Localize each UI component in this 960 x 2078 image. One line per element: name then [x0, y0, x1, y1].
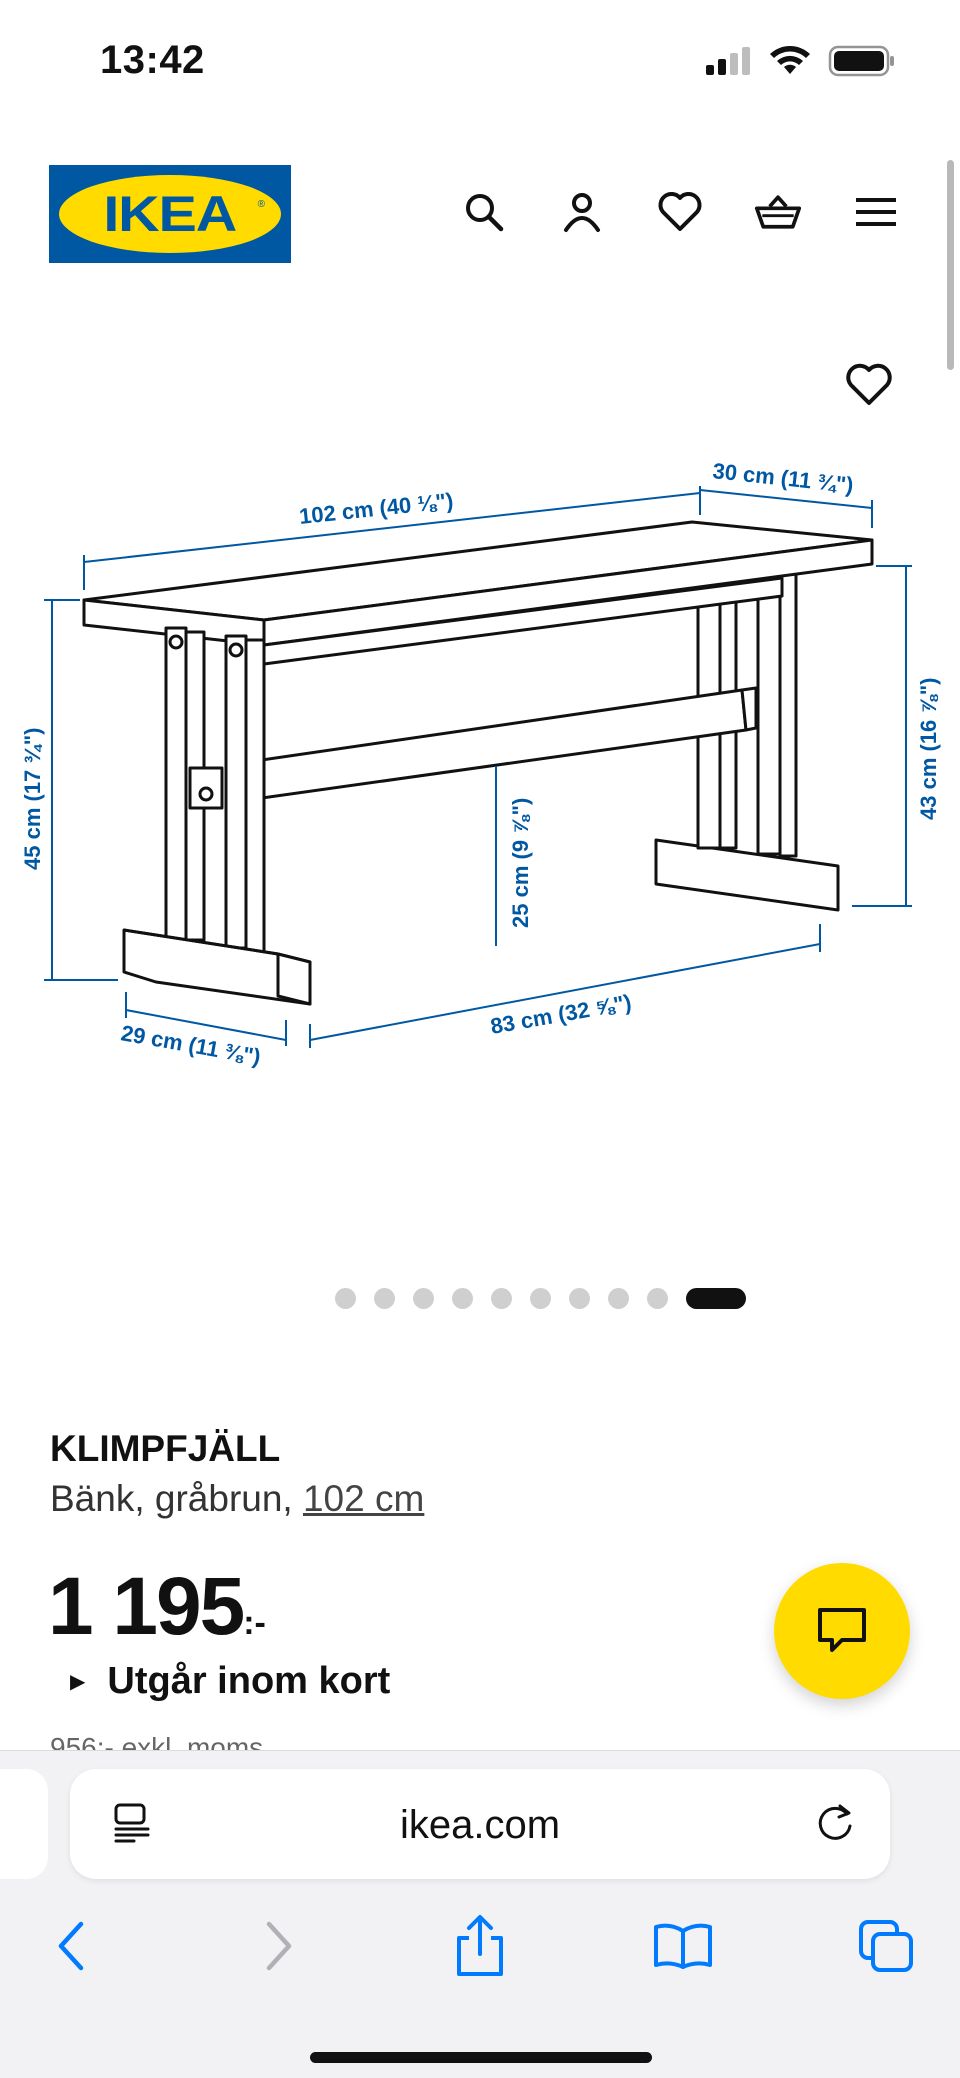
- previous-tab-peek[interactable]: [0, 1769, 48, 1879]
- carousel-dot[interactable]: [529, 1288, 551, 1309]
- product-description: Bänk, gråbrun, 102 cm: [50, 1478, 424, 1520]
- carousel-dot[interactable]: [568, 1288, 590, 1309]
- caret-right-icon: ▶: [70, 1671, 86, 1693]
- page-scroll-indicator: [947, 160, 954, 370]
- carousel-dot-active[interactable]: [685, 1288, 746, 1309]
- availability-notice-text: Utgår inom kort: [107, 1660, 391, 1702]
- browser-bottom-bar: ikea.com: [0, 1750, 960, 2078]
- browser-toolbar: [0, 1911, 960, 2001]
- dim-height-inner-label: 43 cm (16 ⅞"): [916, 677, 941, 820]
- status-time: 13:42: [100, 38, 205, 82]
- carousel-dot[interactable]: [451, 1288, 473, 1309]
- chevron-right-icon: [266, 1921, 292, 1971]
- share-icon: [457, 1915, 503, 1976]
- price-value: 1 195: [48, 1561, 245, 1652]
- product-dimension-image[interactable]: 102 cm (40 ⅛") 30 cm (11 ¾") 45 cm (17 ¾…: [0, 340, 960, 1140]
- image-carousel-dots: [0, 1288, 960, 1309]
- heart-icon: [846, 363, 892, 405]
- dimension-lines: [44, 486, 912, 1048]
- dim-depth-label: 30 cm (11 ¾"): [711, 458, 854, 498]
- menu-button[interactable]: [852, 188, 900, 236]
- product-description-text: Bänk, gråbrun,: [50, 1478, 303, 1519]
- share-button[interactable]: [445, 1911, 515, 1981]
- registered-mark: ®: [257, 199, 265, 210]
- logo-text: IKEA: [103, 186, 238, 242]
- hamburger-menu-icon: [856, 198, 896, 226]
- wishlist-button[interactable]: [656, 188, 704, 236]
- chat-button[interactable]: [774, 1563, 910, 1699]
- chat-bubble-icon: [818, 1608, 866, 1652]
- product-size-link[interactable]: 102 cm: [302, 1478, 425, 1519]
- battery-icon: [828, 45, 894, 77]
- address-url: ikea.com: [399, 1803, 561, 1847]
- favorite-button[interactable]: [844, 362, 894, 412]
- search-button[interactable]: [460, 188, 508, 236]
- forward-button[interactable]: [244, 1911, 314, 1981]
- tabs-button[interactable]: [851, 1911, 921, 1981]
- dim-foot-depth-label: 29 cm (11 ⅜"): [119, 1020, 262, 1069]
- carousel-dot[interactable]: [412, 1288, 434, 1309]
- heart-icon: [658, 192, 702, 231]
- account-button[interactable]: [558, 188, 606, 236]
- site-header: IKEA ®: [0, 160, 960, 270]
- carousel-dot[interactable]: [373, 1288, 395, 1309]
- open-book-icon: [654, 1923, 712, 1969]
- carousel-dot[interactable]: [607, 1288, 629, 1309]
- price-suffix: :-: [243, 1604, 266, 1642]
- reload-icon[interactable]: [814, 1802, 856, 1844]
- dim-height-label: 45 cm (17 ¾"): [20, 727, 45, 870]
- cart-button[interactable]: [754, 188, 802, 236]
- wifi-icon: [770, 46, 810, 74]
- basket-icon: [754, 195, 802, 229]
- carousel-dot[interactable]: [646, 1288, 668, 1309]
- tabs-icon: [859, 1920, 913, 1972]
- availability-notice[interactable]: ▶ Utgår inom kort: [70, 1660, 390, 1703]
- product-name: KLIMPFJÄLL: [50, 1428, 281, 1469]
- ikea-logo[interactable]: IKEA ®: [49, 165, 291, 263]
- bench-drawing: [82, 520, 874, 1006]
- cellular-signal-icon: [706, 47, 750, 75]
- status-icons: [704, 44, 896, 78]
- carousel-dot[interactable]: [334, 1288, 356, 1309]
- dim-inner-length-label: 83 cm (32 ⅝"): [489, 990, 634, 1039]
- search-icon: [466, 194, 504, 232]
- back-button[interactable]: [36, 1911, 106, 1981]
- price-excl-vat: 956:- exkl. moms: [50, 1732, 264, 1750]
- carousel-dot[interactable]: [490, 1288, 512, 1309]
- product-price: 1 195:-: [48, 1560, 266, 1654]
- user-icon: [564, 193, 600, 232]
- page-menu-icon[interactable]: [112, 1802, 152, 1844]
- status-bar: 13:42: [0, 0, 960, 130]
- logo-ellipse: IKEA: [59, 175, 281, 253]
- home-indicator: [310, 2052, 652, 2063]
- dim-stretcher-height-label: 25 cm (9 ⅞"): [508, 798, 533, 928]
- bookmarks-button[interactable]: [648, 1911, 718, 1981]
- header-nav: [460, 188, 900, 236]
- chevron-left-icon: [58, 1921, 84, 1971]
- address-bar[interactable]: ikea.com: [70, 1769, 890, 1879]
